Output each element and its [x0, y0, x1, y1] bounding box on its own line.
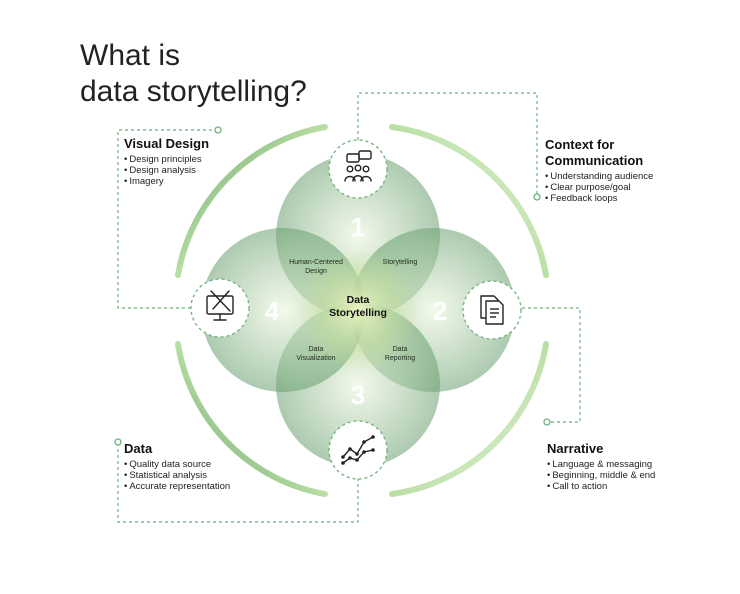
list-item: Design analysis	[124, 165, 209, 176]
visual-design-list: Design principles Design analysis Imager…	[124, 154, 209, 187]
number-top: 1	[351, 212, 365, 242]
data-list: Quality data source Statistical analysis…	[124, 459, 230, 492]
overlap-top-left-line2: Design	[305, 268, 327, 275]
overlap-bottom-left-line1: Data	[309, 346, 324, 353]
narrative-title: Narrative	[547, 441, 604, 456]
connector-data	[117, 442, 359, 523]
outer-arcs	[175, 124, 549, 497]
visual-design-title: Visual Design	[124, 136, 210, 151]
connector-visual-design	[117, 129, 218, 309]
number-left: 4	[265, 296, 280, 326]
data-block: Data Quality data source Statistical ana…	[124, 441, 230, 492]
icon-circle-left	[190, 278, 250, 338]
center-label-line1: Data	[347, 294, 370, 306]
overlap-bottom-right-line2: Reporting	[385, 355, 415, 362]
overlap-top-left-line1: Human-Centered	[289, 259, 343, 266]
venn-petals	[201, 154, 515, 467]
center-label-line2: Storytelling	[329, 307, 387, 319]
arc-bottom-left	[175, 341, 328, 497]
overlap-bottom-left-line2: Visualization	[296, 355, 335, 362]
icon-circle-top	[328, 139, 388, 199]
connector-dot-context	[533, 193, 541, 201]
connector-dot-data	[114, 438, 122, 446]
list-item: Call to action	[547, 481, 655, 492]
icon-circle-bottom	[328, 420, 388, 480]
connector-dot-visual	[214, 126, 222, 134]
list-item: Beginning, middle & end	[547, 470, 655, 481]
list-item: Understanding audience	[545, 171, 675, 182]
number-bottom: 3	[351, 380, 365, 410]
visual-design-block: Visual Design Design principles Design a…	[124, 136, 209, 187]
context-list: Understanding audience Clear purpose/goa…	[545, 171, 675, 204]
overlap-bottom-right-line1: Data	[393, 346, 408, 353]
page-title: What is data storytelling?	[80, 39, 307, 108]
list-item: Design principles	[124, 154, 209, 165]
arc-top-left	[175, 124, 328, 278]
context-title: Context for Communication	[545, 137, 644, 168]
list-item: Clear purpose/goal	[545, 182, 675, 193]
connector-dot-narrative	[543, 418, 551, 426]
data-title: Data	[124, 441, 153, 456]
design-tools-icon	[206, 290, 234, 321]
connector-context	[357, 92, 538, 197]
documents-icon	[480, 295, 504, 325]
number-right: 2	[433, 296, 447, 326]
arc-bottom-right	[389, 341, 549, 497]
connector-narrative	[522, 307, 581, 423]
context-block: Context for Communication Understanding …	[545, 137, 675, 204]
list-item: Quality data source	[124, 459, 230, 470]
arc-top-right	[389, 124, 549, 278]
list-item: Imagery	[124, 176, 209, 187]
line-chart-icon	[341, 435, 375, 465]
connectors	[117, 92, 581, 523]
people-communication-icon	[344, 150, 372, 182]
narrative-block: Narrative Language & messaging Beginning…	[547, 441, 655, 492]
list-item: Statistical analysis	[124, 470, 230, 481]
list-item: Feedback loops	[545, 193, 675, 204]
list-item: Accurate representation	[124, 481, 230, 492]
center-glow	[296, 248, 420, 372]
narrative-list: Language & messaging Beginning, middle &…	[547, 459, 655, 492]
overlap-top-right: Storytelling	[383, 259, 418, 266]
list-item: Language & messaging	[547, 459, 655, 470]
